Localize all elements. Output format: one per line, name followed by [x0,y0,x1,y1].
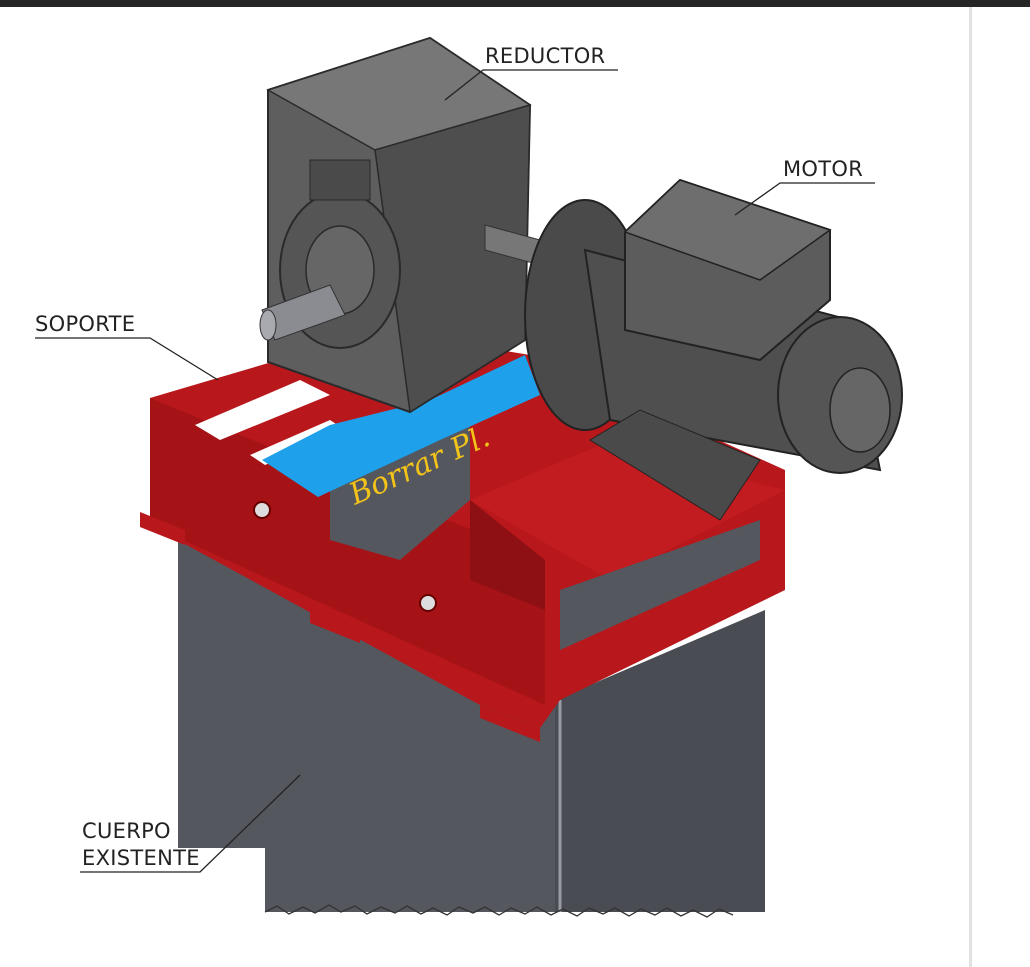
label-reductor-text: REDUCTOR [485,44,605,68]
label-cuerpo-existente: CUERPO EXISTENTE [80,774,301,873]
label-motor-text: MOTOR [783,157,863,181]
label-soporte-text: SOPORTE [35,312,135,336]
gear-reducer [259,36,541,414]
label-cuerpo-text: CUERPO [82,819,171,843]
label-existente-text: EXISTENTE [82,846,200,870]
label-soporte: SOPORTE [35,312,219,381]
label-reductor: REDUCTOR [444,44,618,101]
window-title-bar [0,0,1030,7]
motor [524,178,903,521]
highlighted-plate [262,355,540,497]
panel-divider[interactable] [969,7,972,967]
existing-body [178,540,765,918]
label-motor: MOTOR [734,157,875,216]
